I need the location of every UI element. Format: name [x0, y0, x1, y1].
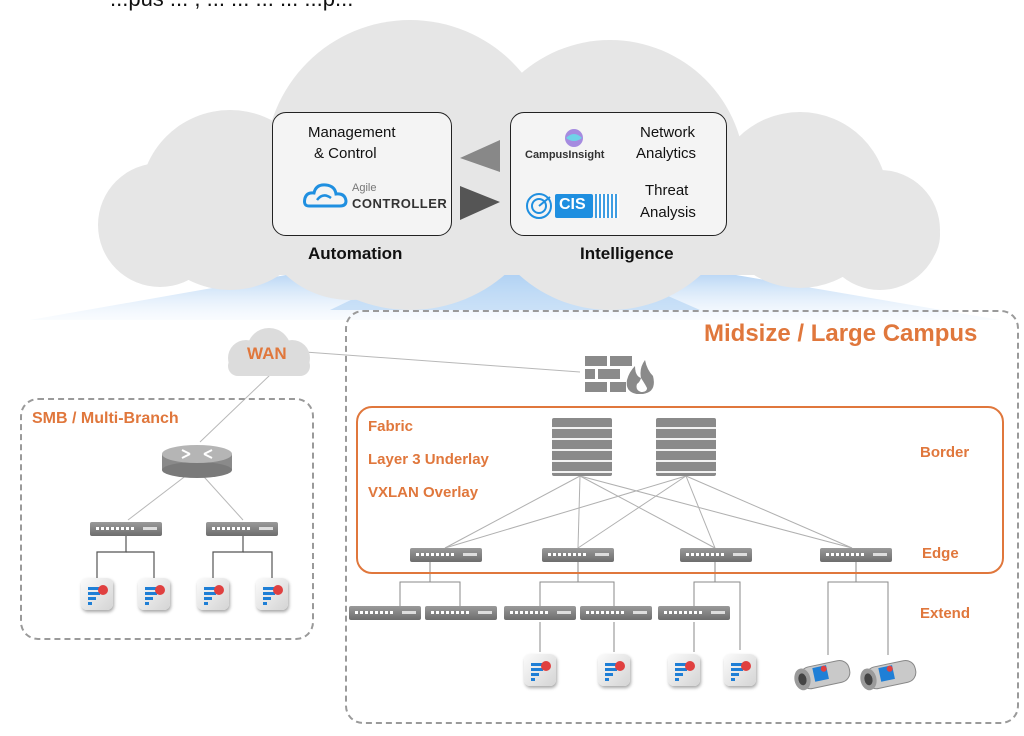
smb-title: SMB / Multi-Branch	[32, 410, 179, 427]
switch-icon	[90, 522, 162, 536]
switch-icon	[542, 548, 614, 562]
campus-title: Midsize / Large Campus	[704, 320, 978, 347]
analytics-label: Analytics	[636, 145, 697, 162]
extend-layer-label: Extend	[920, 605, 971, 622]
wifi6-access-point-icon	[138, 578, 170, 610]
cis-logo: CIS	[559, 196, 586, 213]
wan-cloud-icon	[228, 328, 310, 376]
intelligence-caption: Intelligence	[580, 244, 674, 263]
fabric-label: Fabric	[368, 418, 414, 435]
camera-icon	[858, 654, 920, 701]
agile-cloud-icon	[303, 180, 349, 215]
automation-caption: Automation	[308, 244, 403, 263]
switch-icon	[349, 606, 421, 620]
wan-label: WAN	[247, 344, 287, 363]
cis-logo-box	[555, 194, 593, 218]
switch-icon	[658, 606, 730, 620]
automation-box	[272, 112, 452, 236]
smb-region	[20, 398, 314, 640]
fabric-region	[356, 406, 1004, 574]
top-text: ...pus ... , ... ... ... ... ...p...	[110, 0, 353, 12]
campus-region	[345, 310, 1019, 724]
wifi6-access-point-icon	[724, 654, 756, 686]
wifi6-access-point-icon	[256, 578, 288, 610]
border-layer-label: Border	[920, 444, 970, 461]
threat-label: Threat	[645, 182, 689, 199]
network-label: Network	[640, 124, 696, 141]
overlay-label: VXLAN Overlay	[368, 484, 479, 501]
wifi6-access-point-icon	[598, 654, 630, 686]
wifi6-access-point-icon	[668, 654, 700, 686]
management-label: Management	[308, 124, 396, 141]
switch-icon	[425, 606, 497, 620]
switch-icon	[580, 606, 652, 620]
edge-layer-label: Edge	[922, 545, 959, 562]
switch-icon	[410, 548, 482, 562]
switch-icon	[206, 522, 278, 536]
control-label: & Control	[314, 145, 377, 162]
campusinsight-logo: CampusInsight	[525, 149, 605, 161]
radar-icon	[524, 192, 554, 225]
wifi6-access-point-icon	[524, 654, 556, 686]
analysis-label: Analysis	[640, 204, 696, 221]
core-switch-rack-icon	[656, 418, 716, 476]
cis-grid-icon	[595, 194, 619, 218]
router-icon	[160, 440, 234, 485]
controller-label: CONTROLLER	[352, 196, 448, 211]
firewall-icon	[585, 352, 655, 401]
arrow-icon	[460, 140, 500, 220]
wifi6-access-point-icon	[197, 578, 229, 610]
core-switch-rack-icon	[552, 418, 612, 476]
switch-icon	[504, 606, 576, 620]
wifi6-access-point-icon	[81, 578, 113, 610]
switch-icon	[680, 548, 752, 562]
switch-icon	[820, 548, 892, 562]
camera-icon	[792, 654, 854, 701]
agile-label: Agile	[352, 182, 377, 194]
underlay-label: Layer 3 Underlay	[368, 451, 489, 468]
campusinsight-icon	[563, 128, 585, 153]
